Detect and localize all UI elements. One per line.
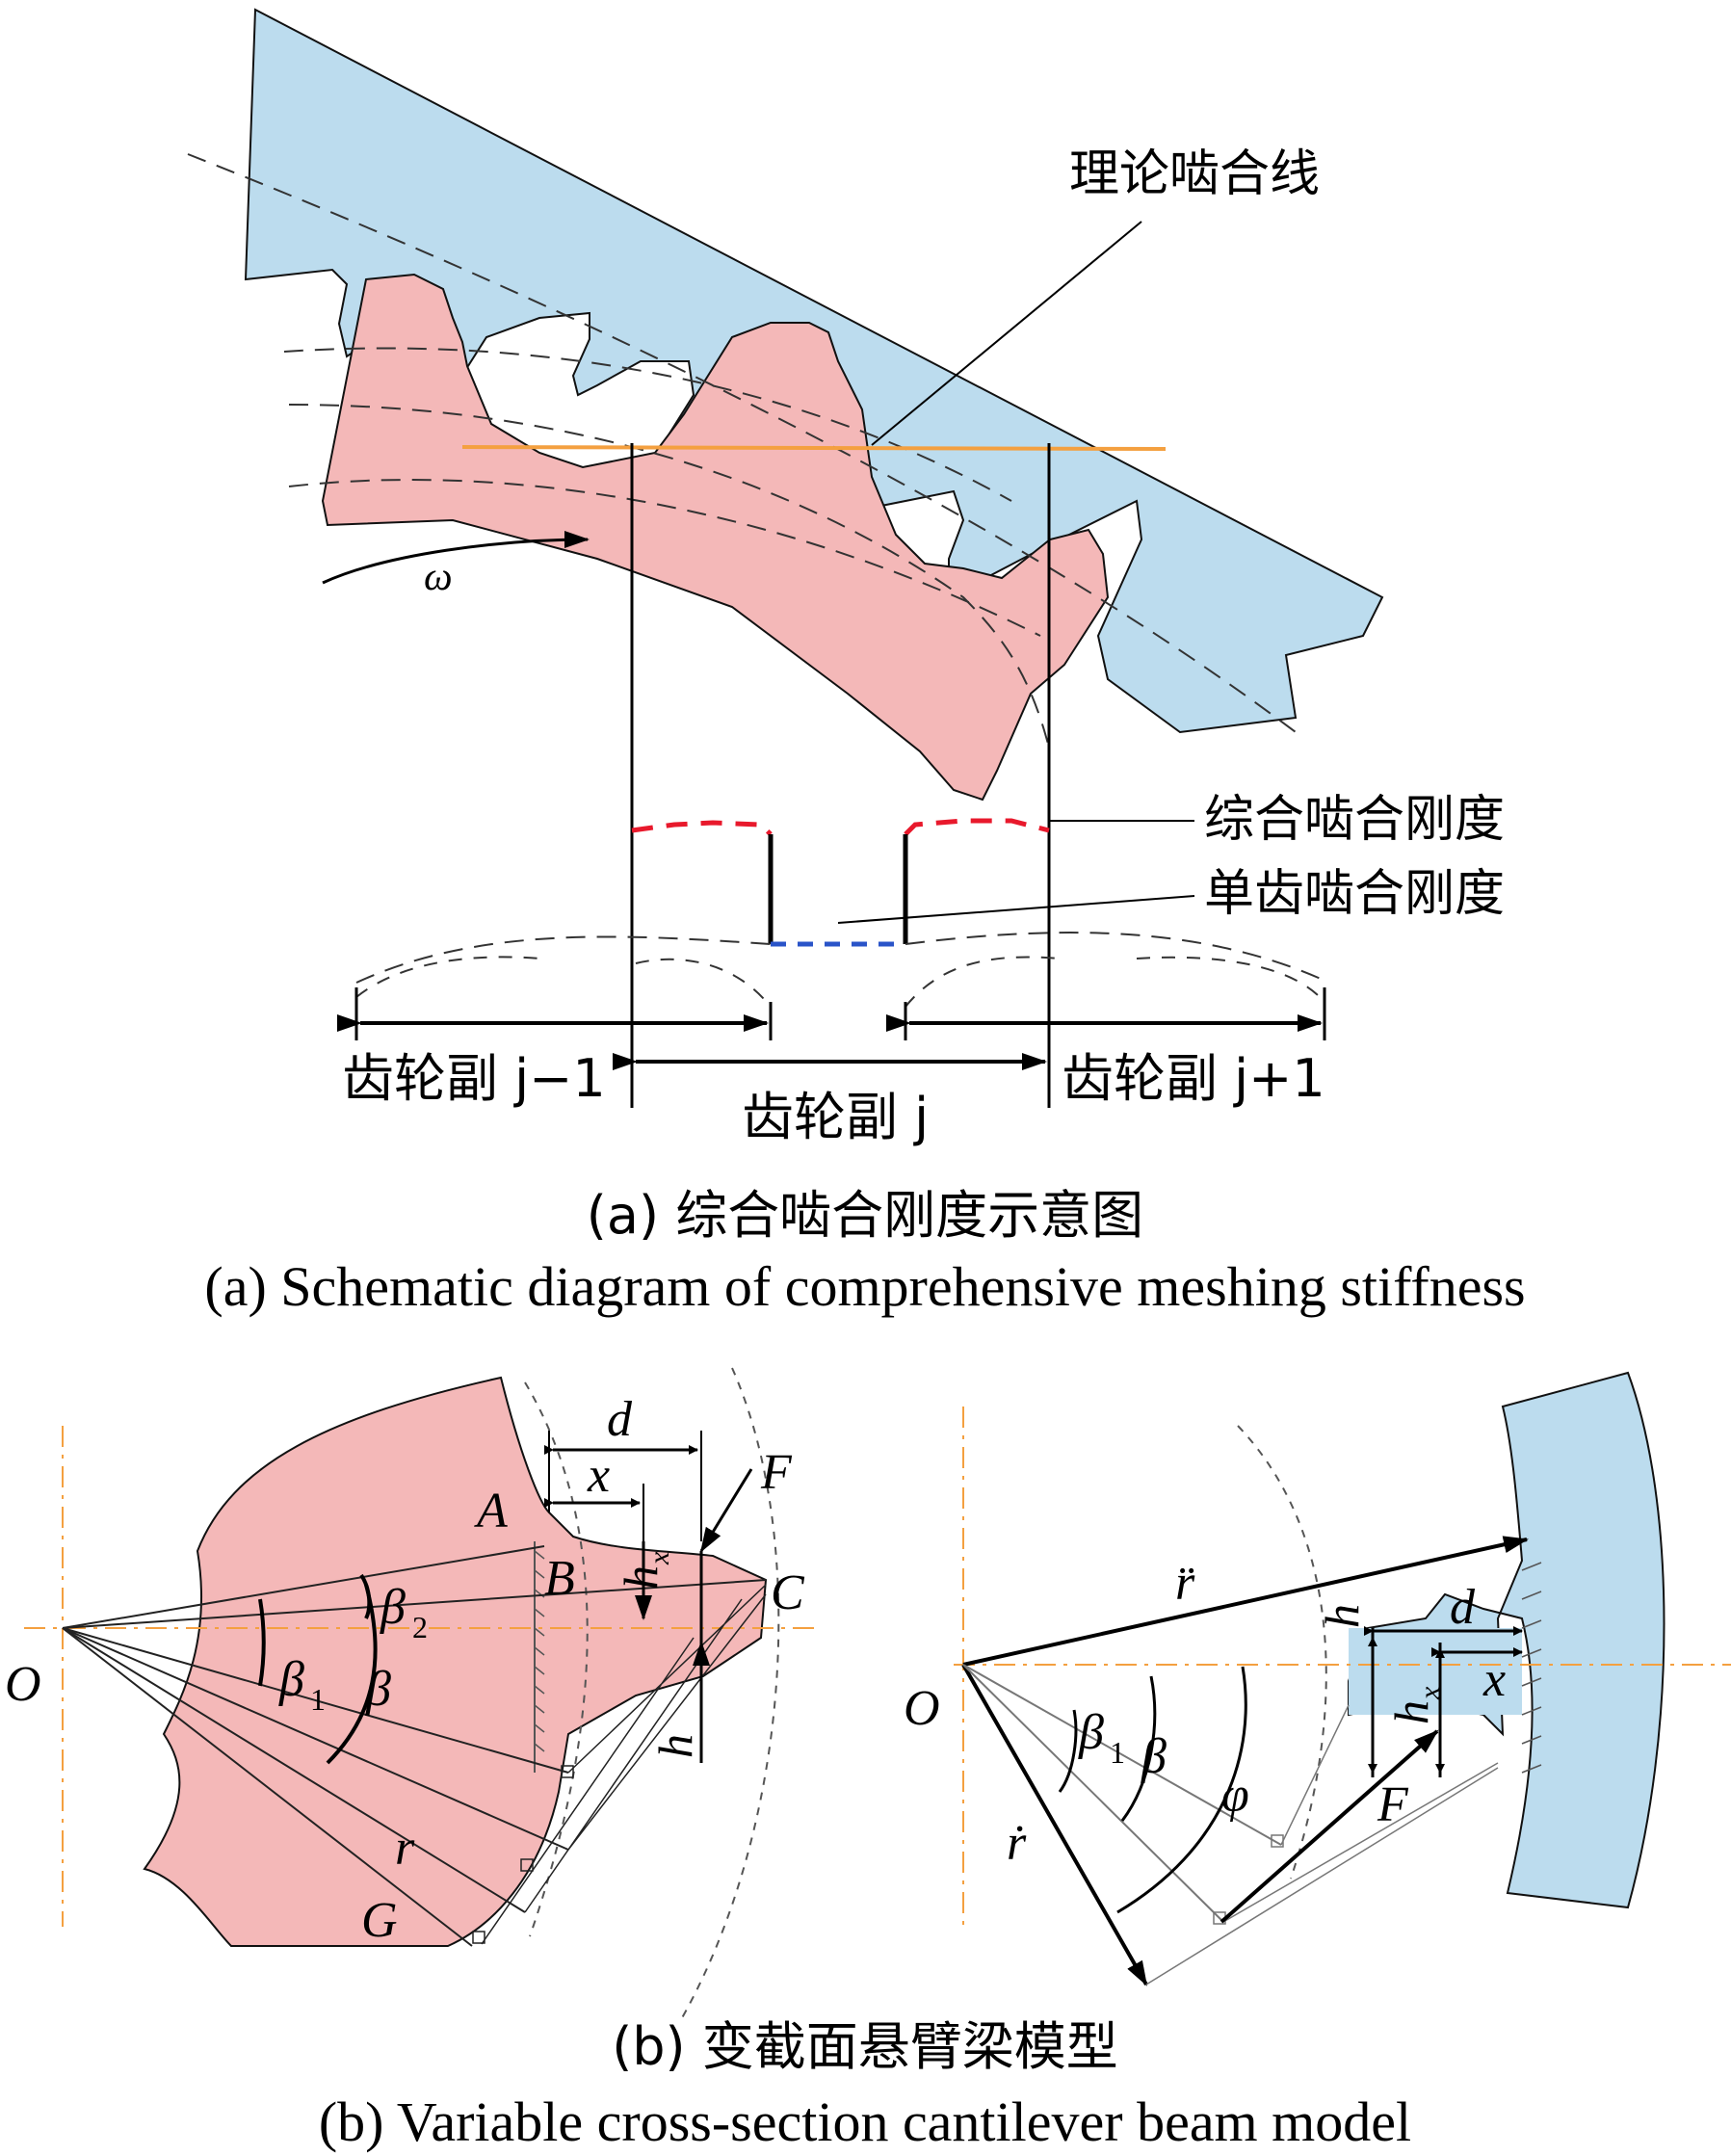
right-label-hx: h x: [1384, 1686, 1446, 1724]
comprehensive-stiffness-label: 综合啮合刚度: [1204, 791, 1505, 849]
right-label-F: F: [1377, 1777, 1409, 1832]
single-stiffness-envelope: [355, 932, 1330, 984]
comprehensive-stiffness-left: [631, 820, 773, 836]
omega-label: ω: [424, 555, 453, 599]
part-b-right-diagram: O r̈ ṙ d x F φ β β 1 h h x: [904, 1371, 1731, 1986]
ray-r-top: [962, 1536, 1529, 1667]
ray-O-C: [62, 1579, 767, 1629]
single-leader: [837, 895, 1195, 924]
right-beta1-arc: [1058, 1709, 1078, 1793]
left-label-r: r: [395, 1821, 415, 1876]
svg-text:1: 1: [1110, 1735, 1125, 1770]
caption-b-en: (b) Variable cross-section cantilever be…: [319, 2090, 1411, 2153]
svg-text:β: β: [278, 1652, 304, 1707]
left-label-G: G: [361, 1893, 398, 1948]
svg-text:β: β: [1078, 1705, 1104, 1760]
left-label-h: h: [648, 1734, 702, 1758]
pair-prev-label: 齿轮副 j−1: [342, 1048, 606, 1109]
driven-gear-pitch-arc: [187, 153, 1297, 733]
driving-gear-body: [321, 273, 1110, 802]
left-label-beta: β: [365, 1662, 391, 1717]
right-label-h: h: [1315, 1604, 1369, 1628]
left-label-O: O: [5, 1657, 41, 1712]
svg-text:h: h: [648, 1734, 702, 1758]
left-label-hx: h x: [614, 1551, 675, 1590]
caption-a-cn: (a) 综合啮合刚度示意图: [587, 1185, 1143, 1246]
ray-O-2: [62, 1627, 569, 1851]
ray-O-3: [62, 1627, 526, 1913]
caption-a-en: (a) Schematic diagram of comprehensive m…: [204, 1255, 1525, 1318]
pair-arc-lower: [355, 956, 1325, 1008]
right-label-phi: φ: [1221, 1768, 1249, 1823]
right-label-r-bottom: ṙ: [1007, 1816, 1027, 1871]
theoretical-meshing-line: [461, 445, 1167, 451]
right-angle-mark-r1: [1271, 1834, 1284, 1848]
left-label-F: F: [760, 1445, 793, 1500]
right-phi-arc: [1116, 1666, 1247, 1914]
left-dashed-arc-outer: [678, 1367, 780, 2024]
part-b-left-diagram: O A B C G F d x r h x h β 1 β 2 β: [5, 1367, 819, 2024]
pair-next-label: 齿轮副 j+1: [1062, 1048, 1325, 1109]
svg-text:1: 1: [310, 1682, 326, 1717]
svg-text:h: h: [1384, 1700, 1438, 1724]
left-label-beta1: β 1: [278, 1652, 326, 1717]
left-label-beta2: β 2: [380, 1580, 428, 1644]
right-label-O: O: [904, 1681, 940, 1736]
right-ray-2: [962, 1664, 1224, 1923]
ray-O-B: [62, 1545, 545, 1629]
left-label-x: x: [587, 1448, 610, 1503]
svg-text:2: 2: [412, 1610, 428, 1644]
part-a-diagram: ω 理论啮合线 综合啮合刚度 单齿啮合刚度 齿轮副 j−1 齿轮副 j 齿轮副 …: [187, 8, 1526, 1318]
right-profile-lines: [1145, 1704, 1499, 1985]
fixed-wall-hatch: [534, 1550, 545, 1752]
left-gear-tooth: [143, 1376, 768, 1947]
left-label-d: d: [607, 1392, 633, 1447]
beta1-arc: [258, 1598, 266, 1687]
right-wall-hatch: [1521, 1562, 1542, 1774]
theoretical-line-label: 理论啮合线: [1069, 145, 1320, 203]
force-F-arrow: [699, 1468, 753, 1553]
beta-arc: [326, 1584, 378, 1765]
left-label-A: A: [474, 1484, 508, 1538]
driving-gear-pitch-arc: [288, 404, 1051, 752]
right-label-r-top: r̈: [1175, 1556, 1195, 1611]
right-label-beta: β: [1141, 1729, 1167, 1784]
right-label-beta1: β 1: [1078, 1705, 1125, 1770]
right-beta-arc: [1120, 1675, 1157, 1822]
left-tooth-profile-lines: [481, 1584, 767, 1945]
omega-rotation-arrow: [322, 531, 590, 585]
left-dashed-arc-inner: [524, 1381, 589, 1937]
svg-text:h: h: [1315, 1604, 1369, 1628]
right-angle-mark-3: [472, 1931, 485, 1944]
right-tooth-body: [1349, 1628, 1522, 1715]
ray-r-bottom: [961, 1664, 1148, 1986]
svg-text:x: x: [643, 1551, 675, 1565]
right-angle-mark-2: [520, 1858, 534, 1872]
svg-text:x: x: [1414, 1686, 1446, 1700]
driving-gear-root-arc: [288, 479, 1041, 637]
right-dashed-arc: [1237, 1425, 1327, 1880]
right-angle-mark-1: [561, 1765, 574, 1778]
comprehensive-stiffness-right: [904, 818, 1050, 836]
svg-text:β: β: [380, 1580, 406, 1635]
right-ray-1: [962, 1664, 1282, 1846]
caption-b-cn: (b) 变截面悬臂梁模型: [612, 2016, 1118, 2077]
left-label-B: B: [544, 1551, 575, 1606]
svg-text:h: h: [614, 1565, 668, 1590]
pair-curr-label: 齿轮副 j: [742, 1087, 929, 1147]
theoretical-line-leader: [871, 221, 1142, 446]
ray-O-G: [62, 1627, 473, 1947]
right-label-x: x: [1482, 1652, 1506, 1707]
left-label-C: C: [771, 1565, 805, 1620]
right-force-F-arrow: [1220, 1729, 1439, 1924]
single-stiffness-label: 单齿啮合刚度: [1204, 865, 1505, 923]
right-label-d: d: [1450, 1580, 1476, 1635]
ray-O-1: [62, 1627, 569, 1774]
